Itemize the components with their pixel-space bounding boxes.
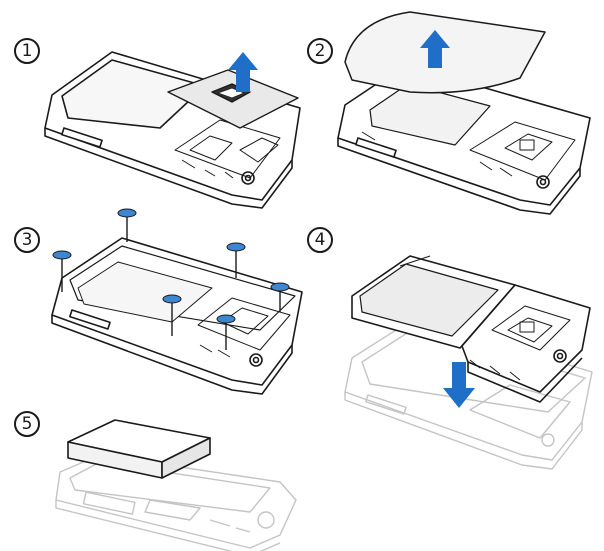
step-3-badge: 3: [14, 227, 40, 253]
step-2-lifted-cover: [344, 11, 546, 94]
step-1-device: [44, 51, 301, 209]
step-5-battery: [67, 419, 211, 479]
step-1-up-arrow: [228, 52, 258, 92]
screw-icon: [270, 282, 290, 312]
step-2-up-arrow: [420, 30, 450, 68]
step-3-screws: [52, 208, 290, 350]
screw-icon: [117, 208, 137, 242]
screw-icon: [52, 250, 72, 292]
step-4-badge: 4: [307, 227, 333, 253]
step-4-front-assembly: [351, 255, 591, 403]
step-1-badge: 1: [14, 38, 40, 64]
screw-icon: [216, 314, 236, 350]
step-4-down-arrow: [443, 362, 475, 408]
step-3-device: [51, 237, 303, 395]
step-5-badge: 5: [14, 411, 40, 437]
screw-icon: [162, 294, 182, 336]
step-2-badge: 2: [307, 38, 333, 64]
screw-icon: [226, 242, 246, 278]
step-2-device: [337, 64, 591, 215]
